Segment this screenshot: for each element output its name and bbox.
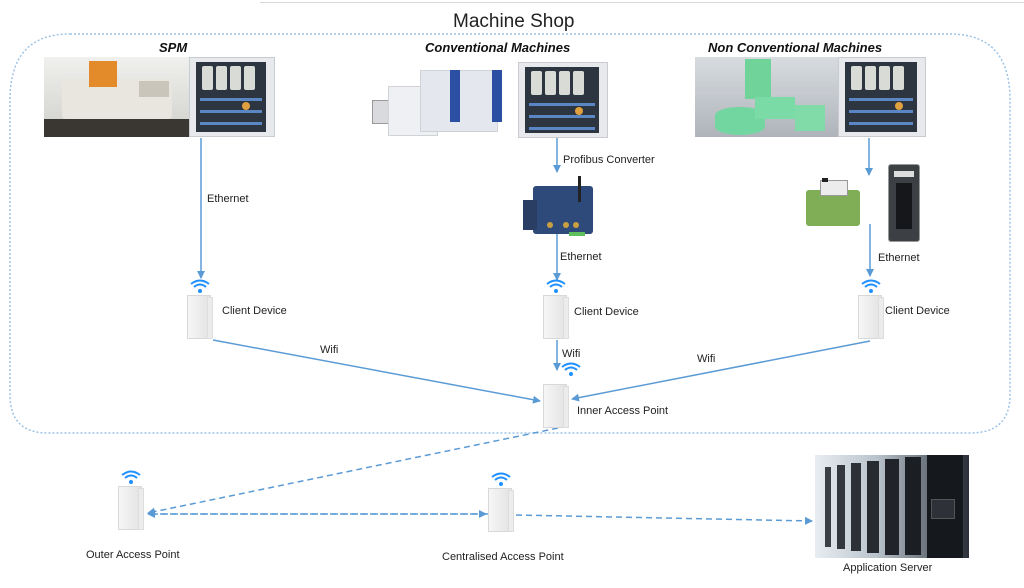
io-module bbox=[888, 164, 920, 242]
client-device-conventional-label: Client Device bbox=[574, 306, 639, 318]
client-device-spm-label: Client Device bbox=[222, 305, 287, 317]
link-wifi-left bbox=[212, 339, 541, 404]
link-label-conv-ethernet: Ethernet bbox=[560, 251, 602, 263]
application-server-label: Application Server bbox=[843, 562, 933, 574]
inner-access-point bbox=[543, 362, 581, 428]
conventional-machine-image bbox=[370, 62, 510, 137]
relay-module bbox=[806, 176, 862, 228]
outer-access-point bbox=[118, 470, 146, 530]
application-server-image bbox=[815, 455, 969, 558]
client-device-spm bbox=[187, 279, 215, 339]
centralised-access-point-label: Centralised Access Point bbox=[442, 551, 564, 563]
machine-shop-boundary bbox=[9, 33, 1011, 434]
section-label-spm: SPM bbox=[159, 40, 188, 55]
wifi-signal-icon bbox=[561, 362, 581, 376]
link-label-wifi-left: Wifi bbox=[320, 344, 339, 356]
top-border-strip bbox=[260, 0, 1024, 3]
client-device-non-conventional-label: Client Device bbox=[885, 305, 950, 317]
link-label-profibus: Profibus Converter bbox=[563, 154, 655, 166]
outer-access-point-label: Outer Access Point bbox=[86, 549, 180, 561]
non-conventional-control-panel-image bbox=[838, 57, 926, 137]
diagram-title: Machine Shop bbox=[453, 11, 575, 32]
centralised-access-point bbox=[488, 472, 516, 532]
spm-machine-image bbox=[44, 57, 189, 137]
link-label-spm-ethernet: Ethernet bbox=[207, 193, 249, 205]
client-device-non-conventional bbox=[858, 279, 886, 339]
non-conventional-machine-image bbox=[695, 57, 838, 137]
inner-access-point-label: Inner Access Point bbox=[577, 405, 669, 417]
wifi-signal-icon bbox=[861, 279, 881, 293]
link-wifi-right bbox=[571, 340, 871, 402]
wifi-signal-icon bbox=[121, 470, 141, 484]
section-label-non-conventional: Non Conventional Machines bbox=[708, 40, 883, 55]
wifi-signal-icon bbox=[190, 279, 210, 293]
link-central-to-server bbox=[515, 514, 813, 525]
client-device-conventional bbox=[543, 279, 571, 339]
wifi-signal-icon bbox=[491, 472, 511, 486]
conventional-control-panel-image bbox=[518, 62, 608, 138]
section-label-conventional: Conventional Machines bbox=[425, 40, 571, 55]
link-label-wifi-center: Wifi bbox=[562, 348, 581, 360]
spm-control-panel-image bbox=[189, 57, 275, 137]
wifi-signal-icon bbox=[546, 279, 566, 293]
profibus-converter-device bbox=[523, 176, 598, 238]
link-label-nonconv-ethernet: Ethernet bbox=[878, 252, 920, 264]
link-label-wifi-right: Wifi bbox=[697, 353, 716, 365]
